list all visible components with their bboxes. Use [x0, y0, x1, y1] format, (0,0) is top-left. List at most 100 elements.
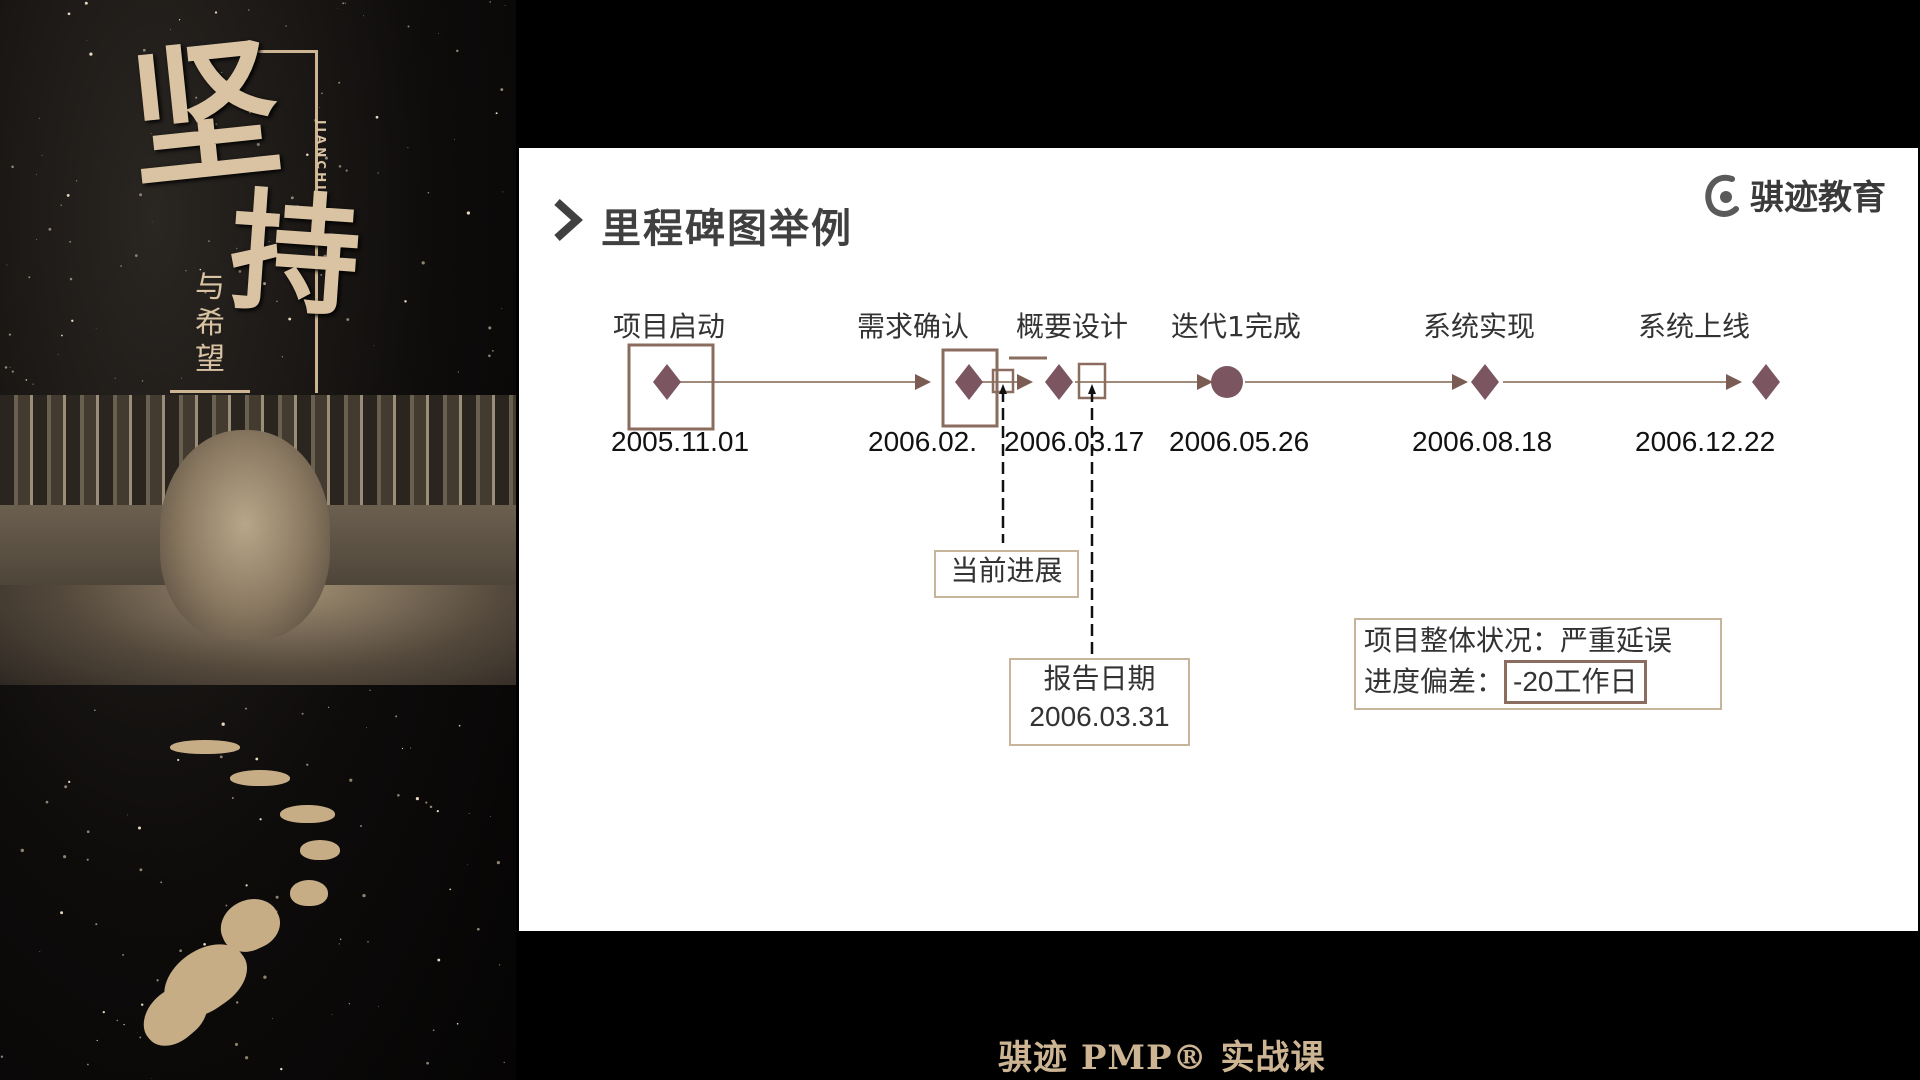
- star: [338, 165, 342, 168]
- star: [319, 106, 321, 108]
- star: [306, 153, 309, 157]
- star: [363, 15, 364, 17]
- star: [138, 826, 141, 830]
- star: [245, 884, 248, 887]
- star: [331, 1013, 333, 1015]
- star: [456, 49, 459, 53]
- star: [346, 318, 350, 321]
- star: [378, 1005, 379, 1007]
- variance-row: 进度偏差：-20工作日: [1356, 660, 1720, 704]
- star: [454, 139, 455, 141]
- star: [321, 92, 323, 95]
- star: [254, 55, 256, 57]
- star: [498, 964, 501, 966]
- star: [456, 1022, 459, 1025]
- star: [259, 818, 262, 821]
- milestone-diamond: [1045, 364, 1073, 400]
- star: [377, 172, 379, 174]
- star: [219, 755, 223, 759]
- star: [256, 142, 260, 146]
- star: [95, 923, 98, 926]
- star: [476, 927, 480, 931]
- star: [141, 380, 144, 382]
- star: [262, 282, 266, 286]
- star: [177, 758, 180, 762]
- star: [306, 763, 309, 766]
- star: [86, 858, 89, 861]
- star: [86, 1063, 89, 1066]
- star: [195, 96, 198, 99]
- star: [139, 1036, 142, 1039]
- star: [25, 379, 28, 381]
- milestone-diamond: [955, 364, 983, 400]
- star: [238, 270, 242, 273]
- star: [199, 268, 202, 271]
- milestone-date: 2006.03.17: [1004, 426, 1145, 457]
- report-date-value: 2006.03.31: [1029, 701, 1170, 732]
- star: [248, 111, 251, 114]
- star: [338, 81, 341, 84]
- brand-mark-icon: [1705, 174, 1739, 217]
- star: [89, 52, 93, 56]
- star: [500, 88, 504, 92]
- star: [11, 165, 14, 169]
- star: [139, 193, 143, 197]
- milestone-diamond: [1752, 364, 1780, 400]
- star: [116, 1019, 119, 1022]
- star: [457, 371, 460, 373]
- star: [215, 123, 218, 126]
- report-date-label: 报告日期: [1043, 662, 1156, 695]
- star: [28, 276, 31, 279]
- milestone-diamond: [653, 364, 681, 400]
- star: [36, 238, 38, 241]
- star: [410, 747, 412, 749]
- star: [429, 805, 433, 809]
- star: [94, 709, 96, 711]
- star: [249, 269, 252, 272]
- star: [4, 366, 8, 369]
- milestone-label: 概要设计: [1016, 310, 1129, 343]
- milestone-label: 需求确认: [857, 310, 970, 343]
- milestone-label: 系统上线: [1638, 310, 1751, 343]
- star: [369, 689, 371, 691]
- star: [8, 333, 12, 336]
- milestone-label: 迭代1完成: [1171, 310, 1301, 343]
- star: [38, 117, 40, 119]
- star: [67, 12, 71, 16]
- report-date-callout: 报告日期 2006.03.31: [1009, 658, 1190, 746]
- star: [96, 1039, 98, 1042]
- brand-logo: 骐迹教育: [1702, 170, 1886, 219]
- milestone-date: 2005.11.01: [611, 426, 750, 457]
- star: [458, 724, 461, 727]
- star: [366, 727, 367, 729]
- star: [71, 319, 74, 322]
- star: [32, 383, 34, 385]
- star: [221, 72, 223, 74]
- star: [345, 169, 348, 172]
- footprints-illustration: [130, 730, 390, 1057]
- star: [425, 801, 428, 804]
- star: [427, 191, 430, 194]
- star: [221, 722, 225, 726]
- poster-panel: 坚 持 与希望 JIANCHI: [0, 0, 516, 1080]
- star: [214, 11, 218, 14]
- star: [0, 1055, 4, 1058]
- star: [63, 855, 67, 859]
- star: [208, 240, 210, 242]
- star: [244, 707, 248, 710]
- star: [41, 154, 43, 156]
- star: [319, 153, 321, 155]
- star: [255, 757, 259, 761]
- star: [126, 814, 128, 816]
- star: [395, 715, 398, 718]
- star: [320, 273, 323, 276]
- star: [301, 712, 304, 715]
- highlight-box: [627, 343, 715, 431]
- star: [407, 25, 410, 28]
- star: [489, 1, 491, 3]
- star: [66, 194, 70, 197]
- star: [204, 291, 207, 294]
- presentation-slide: 里程碑图举例 骐迹教育 项目启动 需求确认 概要设计 迭代1完成 系统实现 系统…: [519, 148, 1918, 931]
- star: [60, 204, 62, 206]
- project-status-callout: 项目整体状况：严重延误 进度偏差：-20工作日: [1354, 618, 1722, 710]
